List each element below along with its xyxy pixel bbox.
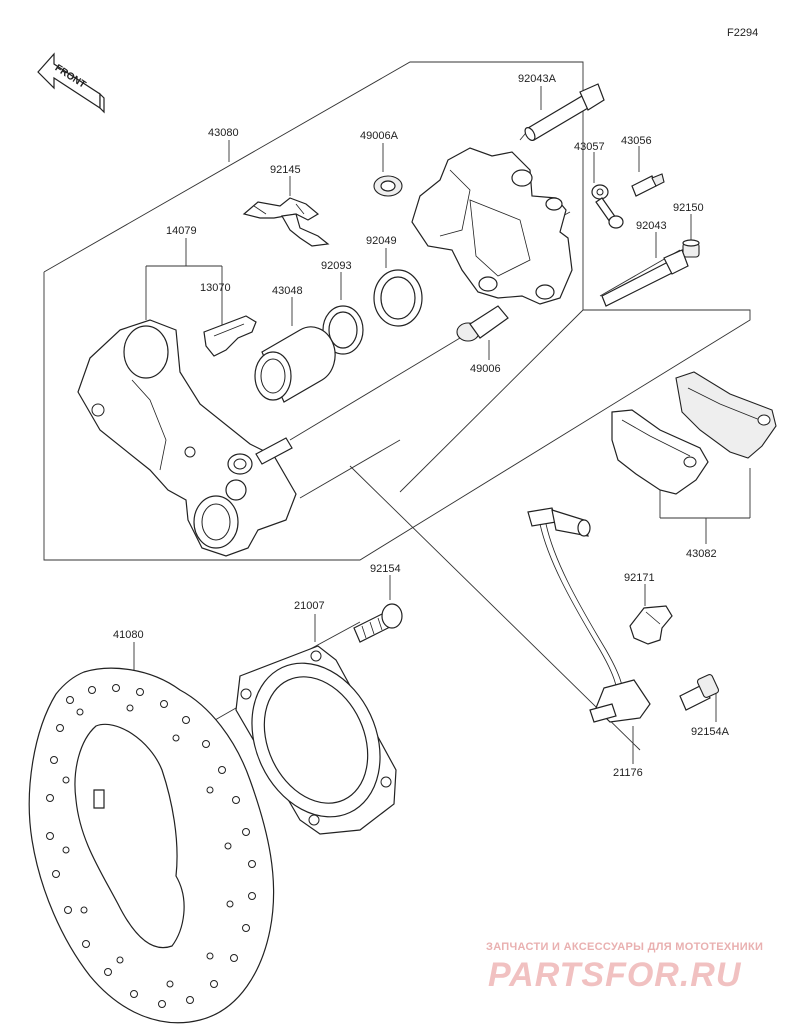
label-41080: 41080 bbox=[113, 629, 144, 641]
label-21176: 21176 bbox=[613, 767, 643, 779]
watermark-brand: PARTSFOR.RU bbox=[488, 956, 742, 994]
part-13070-clip bbox=[203, 315, 257, 357]
label-14079: 14079 bbox=[166, 225, 197, 237]
part-43056-bleeder bbox=[631, 173, 665, 197]
part-caliper-body bbox=[411, 147, 573, 305]
label-21007: 21007 bbox=[294, 600, 325, 612]
part-43057-link bbox=[591, 184, 624, 229]
part-92049-seal bbox=[373, 269, 423, 327]
assembly-outline bbox=[43, 61, 751, 561]
label-92049: 92049 bbox=[366, 235, 397, 247]
label-49006: 49006 bbox=[470, 363, 501, 375]
label-43057: 43057 bbox=[574, 141, 605, 153]
part-21176-abs-sensor bbox=[527, 507, 651, 723]
part-92154-bolt bbox=[353, 603, 403, 643]
watermark-tagline: ЗАПЧАСТИ И АКСЕССУАРЫ ДЛЯ МОТОТЕХНИКИ bbox=[486, 941, 763, 953]
figure-code: F2294 bbox=[727, 27, 758, 39]
part-92145-spring bbox=[242, 197, 330, 247]
label-43048: 43048 bbox=[272, 285, 303, 297]
label-92145: 92145 bbox=[270, 164, 301, 176]
label-13070: 13070 bbox=[200, 282, 231, 294]
part-92150-cap bbox=[682, 239, 700, 258]
label-92150: 92150 bbox=[673, 202, 704, 214]
part-92043-pin bbox=[601, 249, 689, 307]
label-43080: 43080 bbox=[208, 127, 239, 139]
part-14079-bracket bbox=[77, 319, 297, 557]
part-49006-boot-pin bbox=[456, 305, 509, 342]
label-92043A: 92043A bbox=[518, 73, 557, 85]
part-labels: 92043A 43080 49006A 43057 43056 92145 92… bbox=[113, 73, 730, 779]
part-21007-sensor-rotor bbox=[235, 645, 397, 835]
part-92171-clamp bbox=[629, 605, 673, 645]
label-43056: 43056 bbox=[621, 135, 652, 147]
label-92043: 92043 bbox=[636, 220, 667, 232]
part-49006A-boot bbox=[373, 175, 403, 197]
label-92154: 92154 bbox=[370, 563, 401, 575]
front-arrow-icon: FRONT bbox=[37, 52, 105, 114]
disc-holes bbox=[46, 684, 256, 1008]
label-43082: 43082 bbox=[686, 548, 717, 560]
part-92043A-pin bbox=[524, 83, 605, 141]
part-92154A-bolt bbox=[679, 673, 720, 711]
part-43048-piston bbox=[254, 326, 336, 403]
label-92154A: 92154A bbox=[691, 726, 730, 738]
label-92171: 92171 bbox=[624, 572, 655, 584]
label-92093: 92093 bbox=[321, 260, 352, 272]
watermark: ЗАПЧАСТИ И АКСЕССУАРЫ ДЛЯ МОТОТЕХНИКИ PA… bbox=[486, 941, 763, 994]
part-43082-pads bbox=[611, 371, 777, 495]
label-49006A: 49006A bbox=[360, 130, 399, 142]
part-41080-brake-disc bbox=[28, 667, 275, 1024]
